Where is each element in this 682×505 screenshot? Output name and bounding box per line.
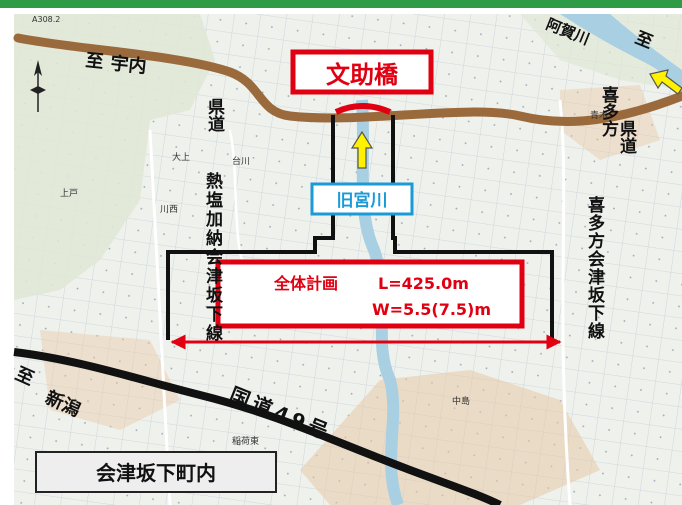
north-arrow-icon <box>30 60 46 112</box>
minor-road-2 <box>558 99 572 505</box>
town-area-south <box>300 370 600 505</box>
small-place-1: 大上 <box>172 151 190 163</box>
plan-outline-left <box>166 115 335 340</box>
to-unai-prefix: 至 <box>84 50 104 73</box>
minor-road-1 <box>148 129 172 505</box>
atsushio-line: 熱塩加納会津坂下線 <box>202 171 224 343</box>
plan-width: W=5.5(7.5)m <box>372 300 491 319</box>
pref-road-left: 県道 <box>204 98 225 132</box>
small-place-3: 上戸 <box>60 188 78 199</box>
town-box <box>35 451 277 493</box>
river-label-box <box>310 182 414 216</box>
river-name: 旧宮川 <box>337 190 388 211</box>
small-place-4: 稲荷東 <box>232 435 259 447</box>
field-area-northeast <box>520 14 682 90</box>
to-kitakata: 喜多方 <box>598 86 619 137</box>
bridge-label-box <box>290 49 434 95</box>
national-route-49-line <box>13 348 502 505</box>
plan-outline-right <box>391 115 554 340</box>
town-name: 会津坂下町内 <box>96 461 216 485</box>
kitakata-line: 喜多方会津坂下線 <box>584 196 605 340</box>
small-place-2: 川西 <box>160 204 178 215</box>
hill-area-west <box>14 14 215 300</box>
upper-prefectural-road <box>13 33 682 127</box>
plan-title: 全体計画 <box>273 274 338 293</box>
small-place-5: 台川 <box>232 155 250 167</box>
direction-arrow-icon <box>649 69 682 95</box>
map-top-code: A308.2 <box>32 15 60 24</box>
flow-arrow-icon <box>350 130 374 169</box>
town-area-southwest <box>40 330 180 430</box>
bridge-name: 文助橋 <box>326 61 399 89</box>
small-place-7: 青木 <box>590 109 608 121</box>
small-place-6: 中島 <box>452 395 470 407</box>
town-area-northeast <box>560 85 660 160</box>
to-kitakata-prefix: 至 <box>632 28 655 53</box>
plan-length: L=425.0m <box>378 274 469 293</box>
agagawa-river <box>560 14 682 100</box>
plan-box <box>215 259 525 329</box>
to-unai: 宇内 <box>109 52 147 78</box>
bridge-marker <box>334 103 392 115</box>
pref-road-right: 県道 <box>616 120 637 154</box>
